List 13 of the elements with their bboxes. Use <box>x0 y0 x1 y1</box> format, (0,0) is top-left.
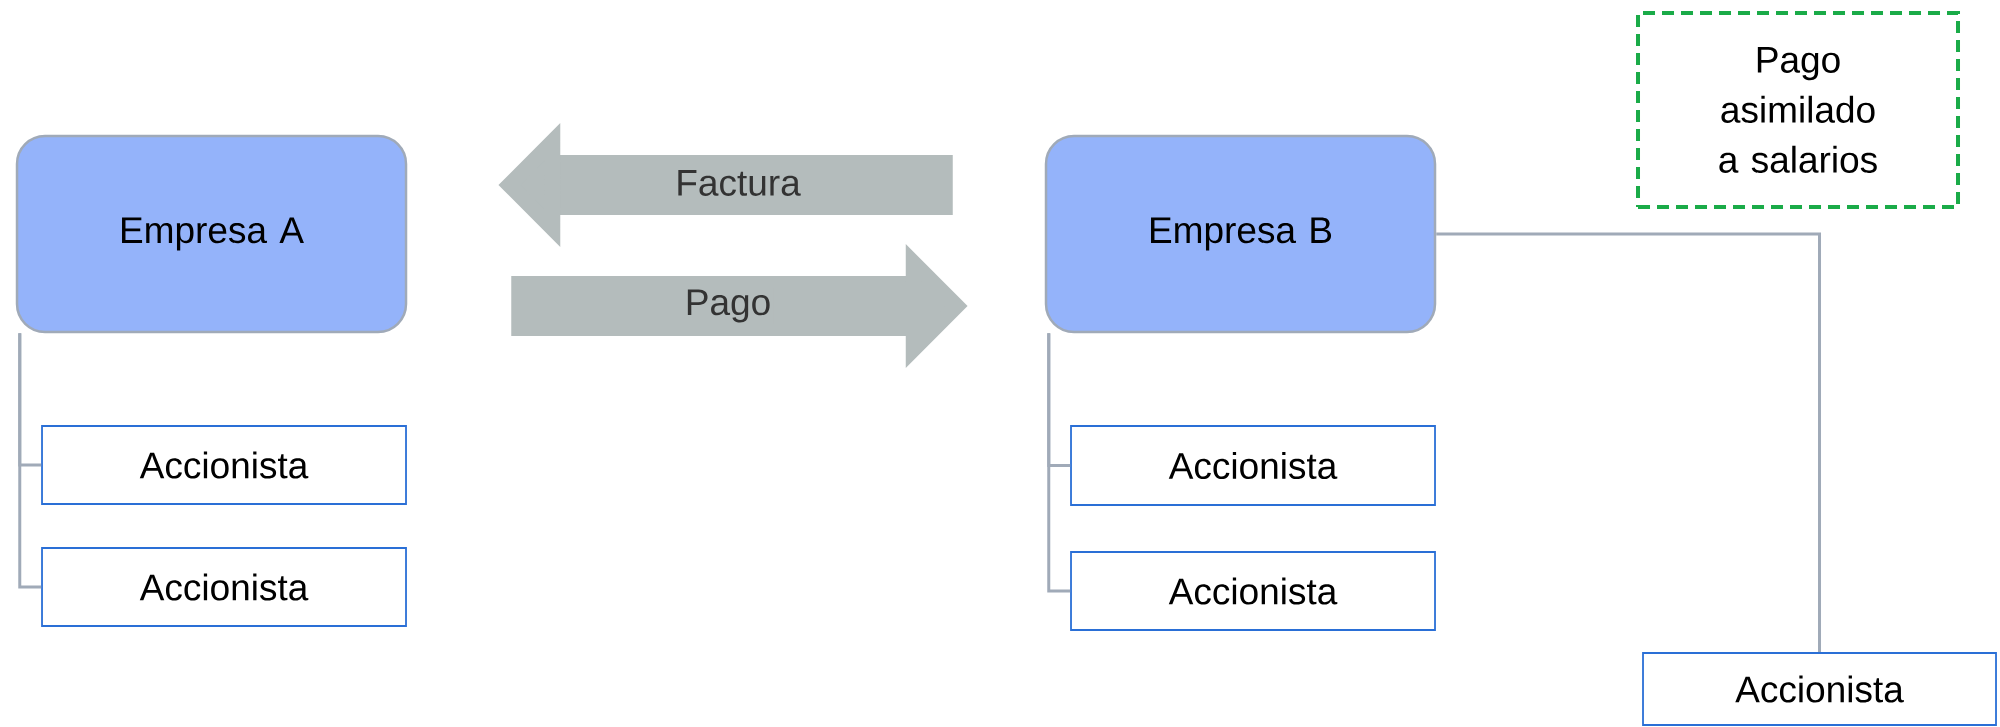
connector-line <box>1436 232 1821 653</box>
shareholder-box: Accionista <box>1642 652 1997 726</box>
shareholder-box: Accionista <box>1070 425 1436 506</box>
shareholder-box: Accionista <box>1070 551 1436 631</box>
company-box: Empresa B <box>1044 134 1437 334</box>
arrow-label: Pago <box>682 287 774 325</box>
shareholder-box: Accionista <box>41 425 407 505</box>
arrow-label: Factura <box>673 168 803 198</box>
connector-line <box>18 333 42 589</box>
shareholder-box: Accionista <box>41 547 407 627</box>
company-box: Empresa A <box>15 134 408 334</box>
dashed-note-box: Pago asimilado a salarios <box>1636 11 1960 209</box>
connector-line <box>1047 333 1071 593</box>
